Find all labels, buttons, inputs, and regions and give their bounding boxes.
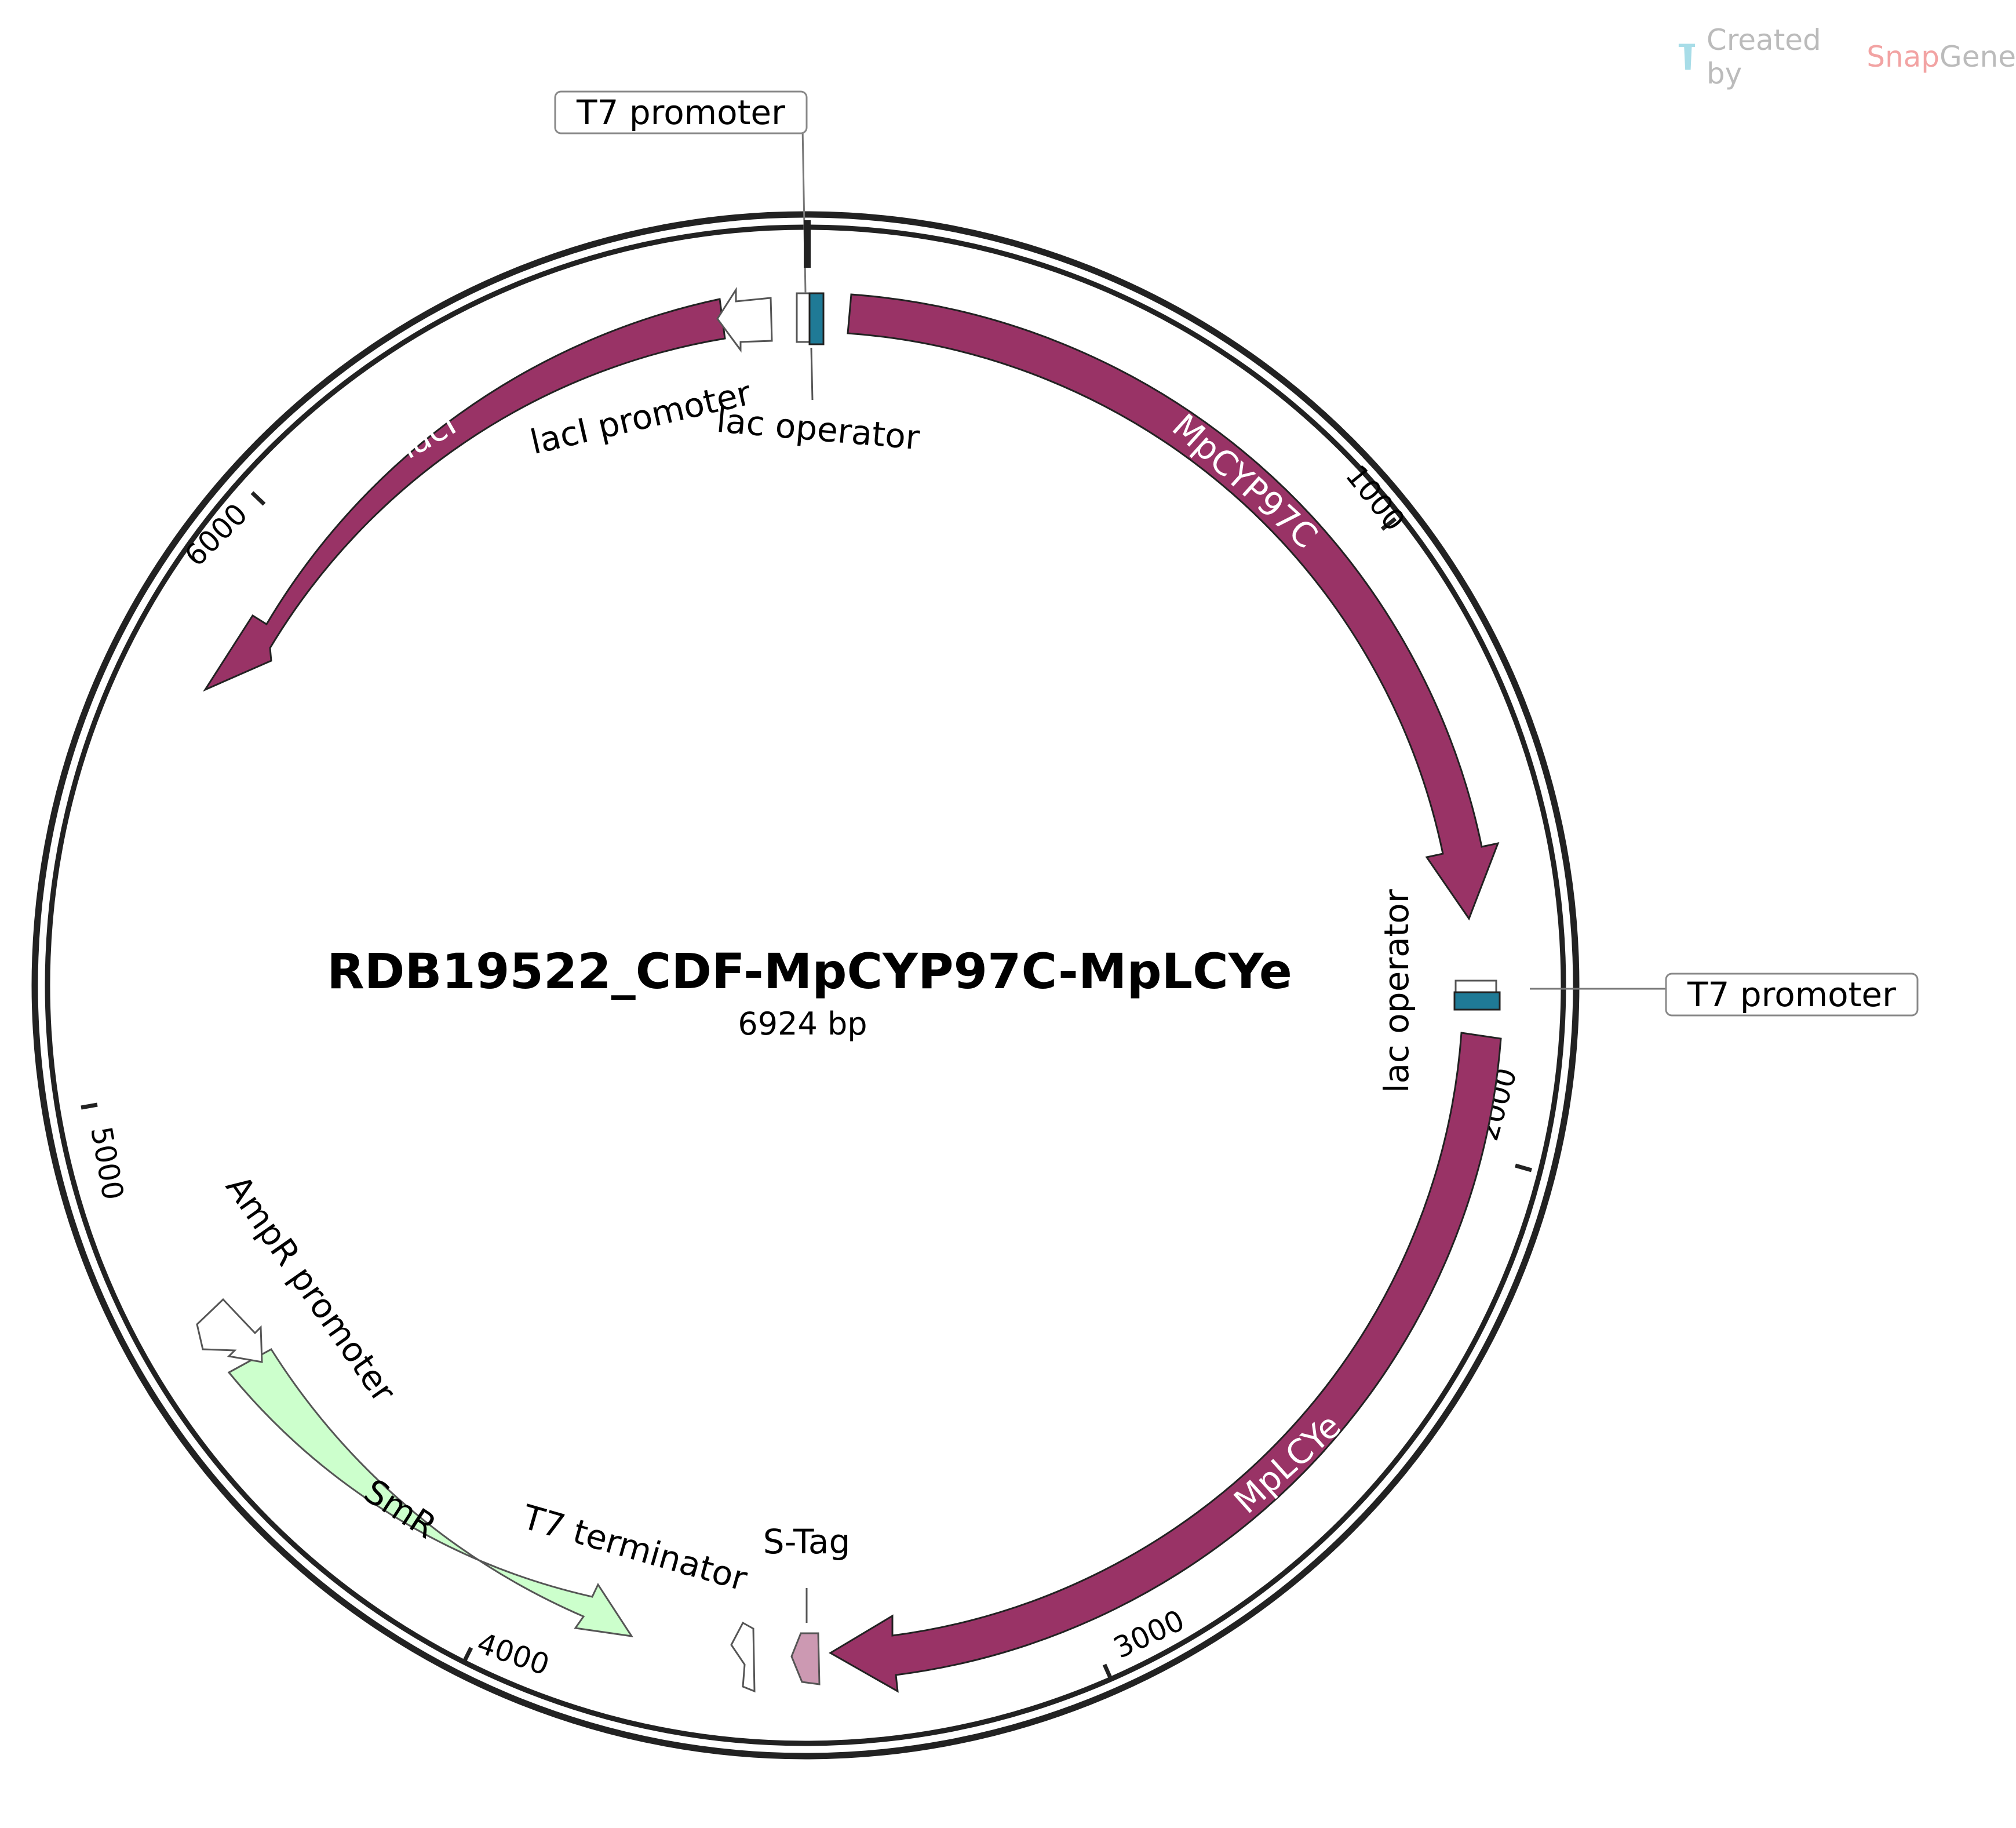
watermark-prefix: Created by bbox=[1706, 23, 1821, 90]
t7-promoter-2-callout-box[interactable] bbox=[1665, 973, 1919, 1017]
feature-mplcye-arrow[interactable] bbox=[829, 1032, 1502, 1693]
feature-label-lac-operator-1: lac operator bbox=[715, 400, 921, 457]
feature-s-tag-arrow[interactable] bbox=[790, 1632, 821, 1685]
feature-label-t7-terminator: T7 terminator bbox=[517, 1497, 751, 1599]
plasmid-name: RDB19522_CDF-MpCYP97C-MpLCYe bbox=[327, 943, 1292, 1000]
tick-mark-4000 bbox=[461, 1647, 473, 1664]
feature-label-laci: lacI bbox=[392, 403, 462, 467]
t7-promoter-1-callout-label: T7 promoter bbox=[576, 93, 785, 132]
feature-label-mpcyp97c: MpCYP97C bbox=[1165, 406, 1325, 556]
tick-mark-2000 bbox=[1515, 1163, 1532, 1172]
tick-mark-6000 bbox=[250, 491, 266, 506]
feature-t7-terminator-arrow[interactable] bbox=[730, 1621, 756, 1693]
feature-smr-arrow[interactable] bbox=[227, 1348, 634, 1637]
feature-label-lac-operator-2: lac operator bbox=[1377, 889, 1416, 1093]
lac-operator-1-leader-line bbox=[810, 347, 814, 400]
tick-mark-1000 bbox=[1380, 517, 1397, 531]
plasmid-size: 6924 bp bbox=[738, 1006, 867, 1042]
watermark: Created by SnapGene bbox=[1678, 23, 2016, 90]
tick-mark-5000 bbox=[81, 1102, 98, 1110]
feature-t7-promoter-2-box[interactable] bbox=[1454, 979, 1497, 993]
watermark-brand-b: Gene bbox=[1940, 40, 2016, 74]
feature-laci-arrow[interactable] bbox=[203, 298, 726, 692]
tick-mark-3000 bbox=[1102, 1663, 1114, 1681]
feature-lac-operator-2-box[interactable] bbox=[1453, 991, 1501, 1011]
watermark-brand-a: Snap bbox=[1866, 40, 1940, 74]
feature-label-s-tag: S-Tag bbox=[763, 1522, 851, 1561]
feature-t7-promoter-1-box[interactable] bbox=[796, 292, 811, 343]
snapgene-tube-icon bbox=[1678, 43, 1696, 70]
t7-promoter-1-callout-box[interactable] bbox=[554, 90, 808, 134]
feature-ampr-promoter-arrow[interactable] bbox=[196, 1298, 263, 1363]
backbone-outer-ring bbox=[31, 211, 1580, 1760]
t7-promoter-1-leader-line bbox=[801, 127, 807, 293]
feature-label-mplcye: MpLCYe bbox=[1226, 1406, 1348, 1521]
feature-lac-operator-1-box[interactable] bbox=[808, 292, 825, 345]
tick-label-3000: 3000 bbox=[1109, 1603, 1190, 1665]
tick-label-5000: 5000 bbox=[84, 1124, 130, 1202]
t7-promoter-2-callout-label: T7 promoter bbox=[1687, 975, 1896, 1014]
feature-mpcyp97c-arrow[interactable] bbox=[847, 293, 1500, 921]
feature-laci-promoter-arrow[interactable] bbox=[716, 286, 773, 353]
